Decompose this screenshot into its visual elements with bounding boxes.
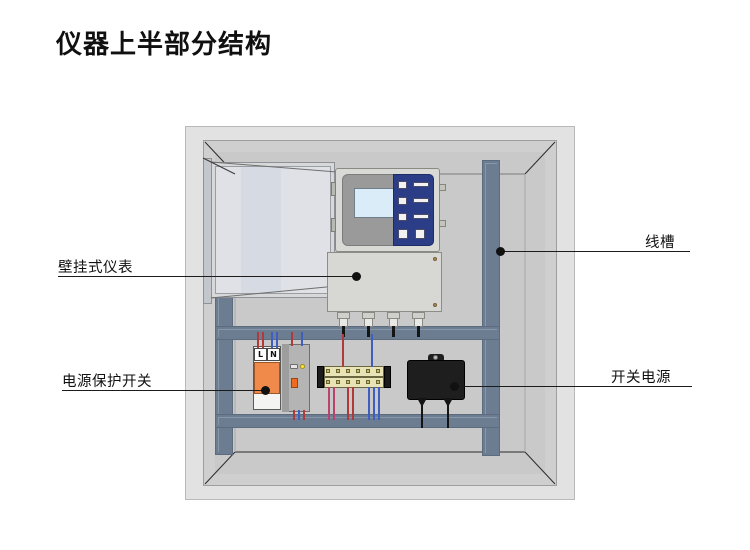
gland-cable-4: [417, 326, 420, 337]
breaker-wire-live-2: [262, 332, 264, 348]
leader-line-wire-duct: [501, 251, 611, 252]
rcd-indicator-window: [290, 364, 298, 369]
callout-underline-wall-mounted-instrument: [58, 276, 163, 277]
terminal-wire-in-live: [342, 334, 344, 367]
terminal-wire-out-3: [347, 387, 349, 420]
terminal-screw-t6: [376, 369, 380, 373]
keypad-button-1[interactable]: [398, 181, 407, 189]
wire-duct-right-vertical: [482, 160, 500, 456]
keypad-button-4[interactable]: [413, 198, 429, 203]
leader-dot-power-protection-switch: [261, 386, 270, 395]
terminal-screw-b4: [356, 380, 360, 384]
enclosure-screw-top-right: [433, 257, 437, 261]
enclosure-cabinet: L N: [185, 126, 575, 500]
terminal-wire-out-6: [373, 387, 375, 420]
terminal-wire-out-4: [352, 387, 354, 420]
callout-underline-wire-duct: [610, 251, 690, 252]
terminal-screw-t4: [356, 369, 360, 373]
terminal-wire-out-2: [333, 387, 335, 420]
psu-lead-terminal-2: [443, 398, 453, 407]
terminal-wire-in-neutral: [371, 334, 373, 367]
instrument-latch-lower[interactable]: [439, 220, 446, 227]
callout-underline-power-protection-switch: [62, 390, 168, 391]
callout-label-power-protection-switch: 电源保护开关: [62, 374, 152, 390]
page-title: 仪器上半部分结构: [56, 30, 273, 60]
psu-output-lead-2: [447, 400, 449, 428]
leader-line-switching-power-supply: [455, 386, 601, 387]
leader-dot-switching-power-supply: [450, 382, 459, 391]
leader-dot-wall-mounted-instrument: [352, 272, 361, 281]
terminal-block-end-cap-right: [384, 366, 391, 388]
terminal-wire-out-5: [368, 387, 370, 420]
enclosure-screw-bottom-right: [433, 303, 437, 307]
gland-cable-3: [392, 326, 395, 337]
instrument-keypad[interactable]: [393, 174, 434, 246]
breaker-wire-live-1: [257, 332, 259, 348]
breaker-wire-neutral-2: [276, 332, 278, 348]
gland-cable-2: [367, 326, 370, 337]
keypad-button-2[interactable]: [413, 182, 429, 187]
terminal-wire-out-7: [378, 387, 380, 420]
leader-dot-wire-duct: [496, 247, 505, 256]
wire-duct-bottom-horizontal: [215, 414, 500, 428]
breaker-wire-neutral-1: [271, 332, 273, 348]
instrument-latch-upper[interactable]: [439, 184, 446, 191]
keypad-button-7[interactable]: [398, 229, 408, 239]
psu-output-lead-1: [421, 400, 423, 428]
callout-underline-switching-power-supply: [600, 386, 692, 387]
breaker-terminal-l: L: [254, 348, 267, 361]
breaker-wire-live-3: [291, 332, 293, 346]
terminal-wire-out-1: [328, 387, 330, 420]
keypad-button-8[interactable]: [415, 229, 425, 239]
psu-lead-terminal-1: [417, 398, 427, 407]
terminal-screw-b5: [366, 380, 370, 384]
psu-mounting-screw: [433, 355, 438, 360]
wire-duct-middle-horizontal: [215, 326, 500, 340]
power-supply-unit[interactable]: [407, 360, 465, 400]
breaker-wire-neutral-3: [301, 332, 303, 346]
terminal-screw-b6: [376, 380, 380, 384]
breaker-terminal-n: N: [267, 348, 280, 361]
terminal-screw-t2: [336, 369, 340, 373]
rcd-test-button[interactable]: [291, 378, 298, 388]
gland-cable-1: [342, 326, 345, 337]
instrument-enclosure[interactable]: [327, 252, 442, 312]
terminal-block-row-bottom[interactable]: [324, 377, 384, 388]
leader-line-power-protection-switch: [168, 390, 263, 391]
rcd-status-led: [300, 364, 305, 369]
terminal-screw-b2: [336, 380, 340, 384]
terminal-screw-t1: [326, 369, 330, 373]
breaker-out-wire-live-2: [303, 410, 305, 420]
terminal-block-row-top[interactable]: [324, 366, 384, 377]
terminal-screw-t3: [346, 369, 350, 373]
keypad-button-3[interactable]: [398, 197, 407, 205]
instrument-hinge-lower: [331, 218, 336, 232]
terminal-screw-t5: [366, 369, 370, 373]
keypad-button-6[interactable]: [413, 214, 429, 219]
terminal-screw-b1: [326, 380, 330, 384]
callout-label-wall-mounted-instrument: 壁挂式仪表: [58, 260, 133, 276]
rcd-shadow-band: [282, 344, 289, 412]
door-glass-reflection: [241, 167, 281, 293]
callout-label-switching-power-supply: 开关电源: [611, 370, 671, 386]
leader-line-wall-mounted-instrument: [163, 276, 353, 277]
keypad-button-5[interactable]: [398, 213, 407, 221]
callout-label-wire-duct: 线槽: [645, 235, 675, 251]
terminal-screw-b3: [346, 380, 350, 384]
breaker-out-wire-live-1: [293, 410, 295, 420]
breaker-out-wire-neutral-1: [298, 410, 300, 420]
instrument-hinge-upper: [331, 182, 336, 196]
terminal-block-end-cap-left: [317, 366, 324, 388]
